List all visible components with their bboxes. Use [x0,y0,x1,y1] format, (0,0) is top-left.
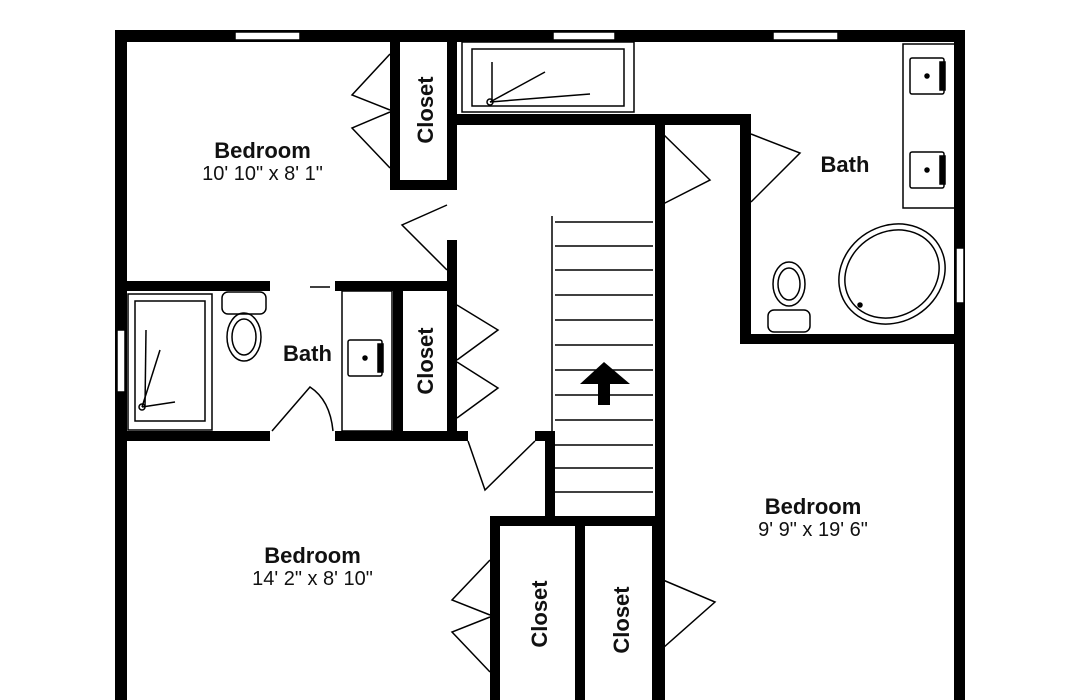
window-top-2 [552,31,616,41]
bathtub-top [461,41,635,113]
toilet-master [767,261,811,333]
stairs [551,216,653,516]
vanity-master [902,43,956,209]
room-name: Bath [283,341,332,366]
room-label-bath-hall: Bath [270,341,345,366]
wall-closet-top-left [390,38,400,188]
windows [116,31,965,393]
wall-top [115,30,965,42]
room-label-bath-master: Bath [805,152,885,177]
window-top-1 [234,31,301,41]
wall-bedroom1-right [447,240,457,286]
wall-closet-mid-right [447,285,457,435]
wall-right [954,30,965,700]
closet-label-bottom-left: Closet [527,580,552,648]
room-name: Bedroom [264,543,361,568]
room-label-bedroom-bottom-left: Bedroom 14' 2" x 8' 10" [215,543,410,591]
wall-bath-master-left [740,114,751,344]
wall-hall-bottom-b [335,431,468,441]
room-label-bedroom-top-left: Bedroom 10' 10" x 8' 1" [170,138,355,186]
room-name: Bedroom [764,494,862,519]
closet-label-middle: Closet [413,327,438,395]
wall-closet-divider-c [652,516,662,700]
wall-closet-top-bottom [390,180,457,190]
closet-label-top: Closet [413,76,438,144]
wall-hall-bottom [120,431,270,441]
room-name: Bedroom [214,138,311,163]
window-left-bath [116,329,126,393]
window-top-3 [772,31,839,41]
wall-closet-divider-b [575,516,585,700]
stair-up-arrow [580,362,630,405]
doors [271,53,802,673]
wall-stair-right [655,114,665,700]
toilet-hall [221,291,267,362]
wall-bath-hall-right [393,285,403,435]
closet-label-bottom-right: Closet [609,586,634,654]
oval-tub [838,223,946,325]
room-name: Bath [820,152,870,177]
room-dimensions: 14' 2" x 8' 10" [252,568,373,591]
wall-bath-master-bottom [740,334,960,344]
room-dimensions: 9' 9" x 19' 6" [758,519,868,542]
walls [115,30,965,700]
wall-closet-divider-a [490,516,500,700]
wall-closet-top-right [447,38,457,188]
window-right-bath [955,247,965,304]
room-label-bedroom-right: Bedroom 9' 9" x 19' 6" [718,494,908,542]
wall-stair-left [545,431,555,521]
wall-bath-top-a [120,281,270,291]
room-dimensions: 10' 10" x 8' 1" [202,163,323,186]
vanity-hall [310,286,393,432]
wall-tub-bottom [457,114,751,125]
shower-hall [127,293,213,431]
